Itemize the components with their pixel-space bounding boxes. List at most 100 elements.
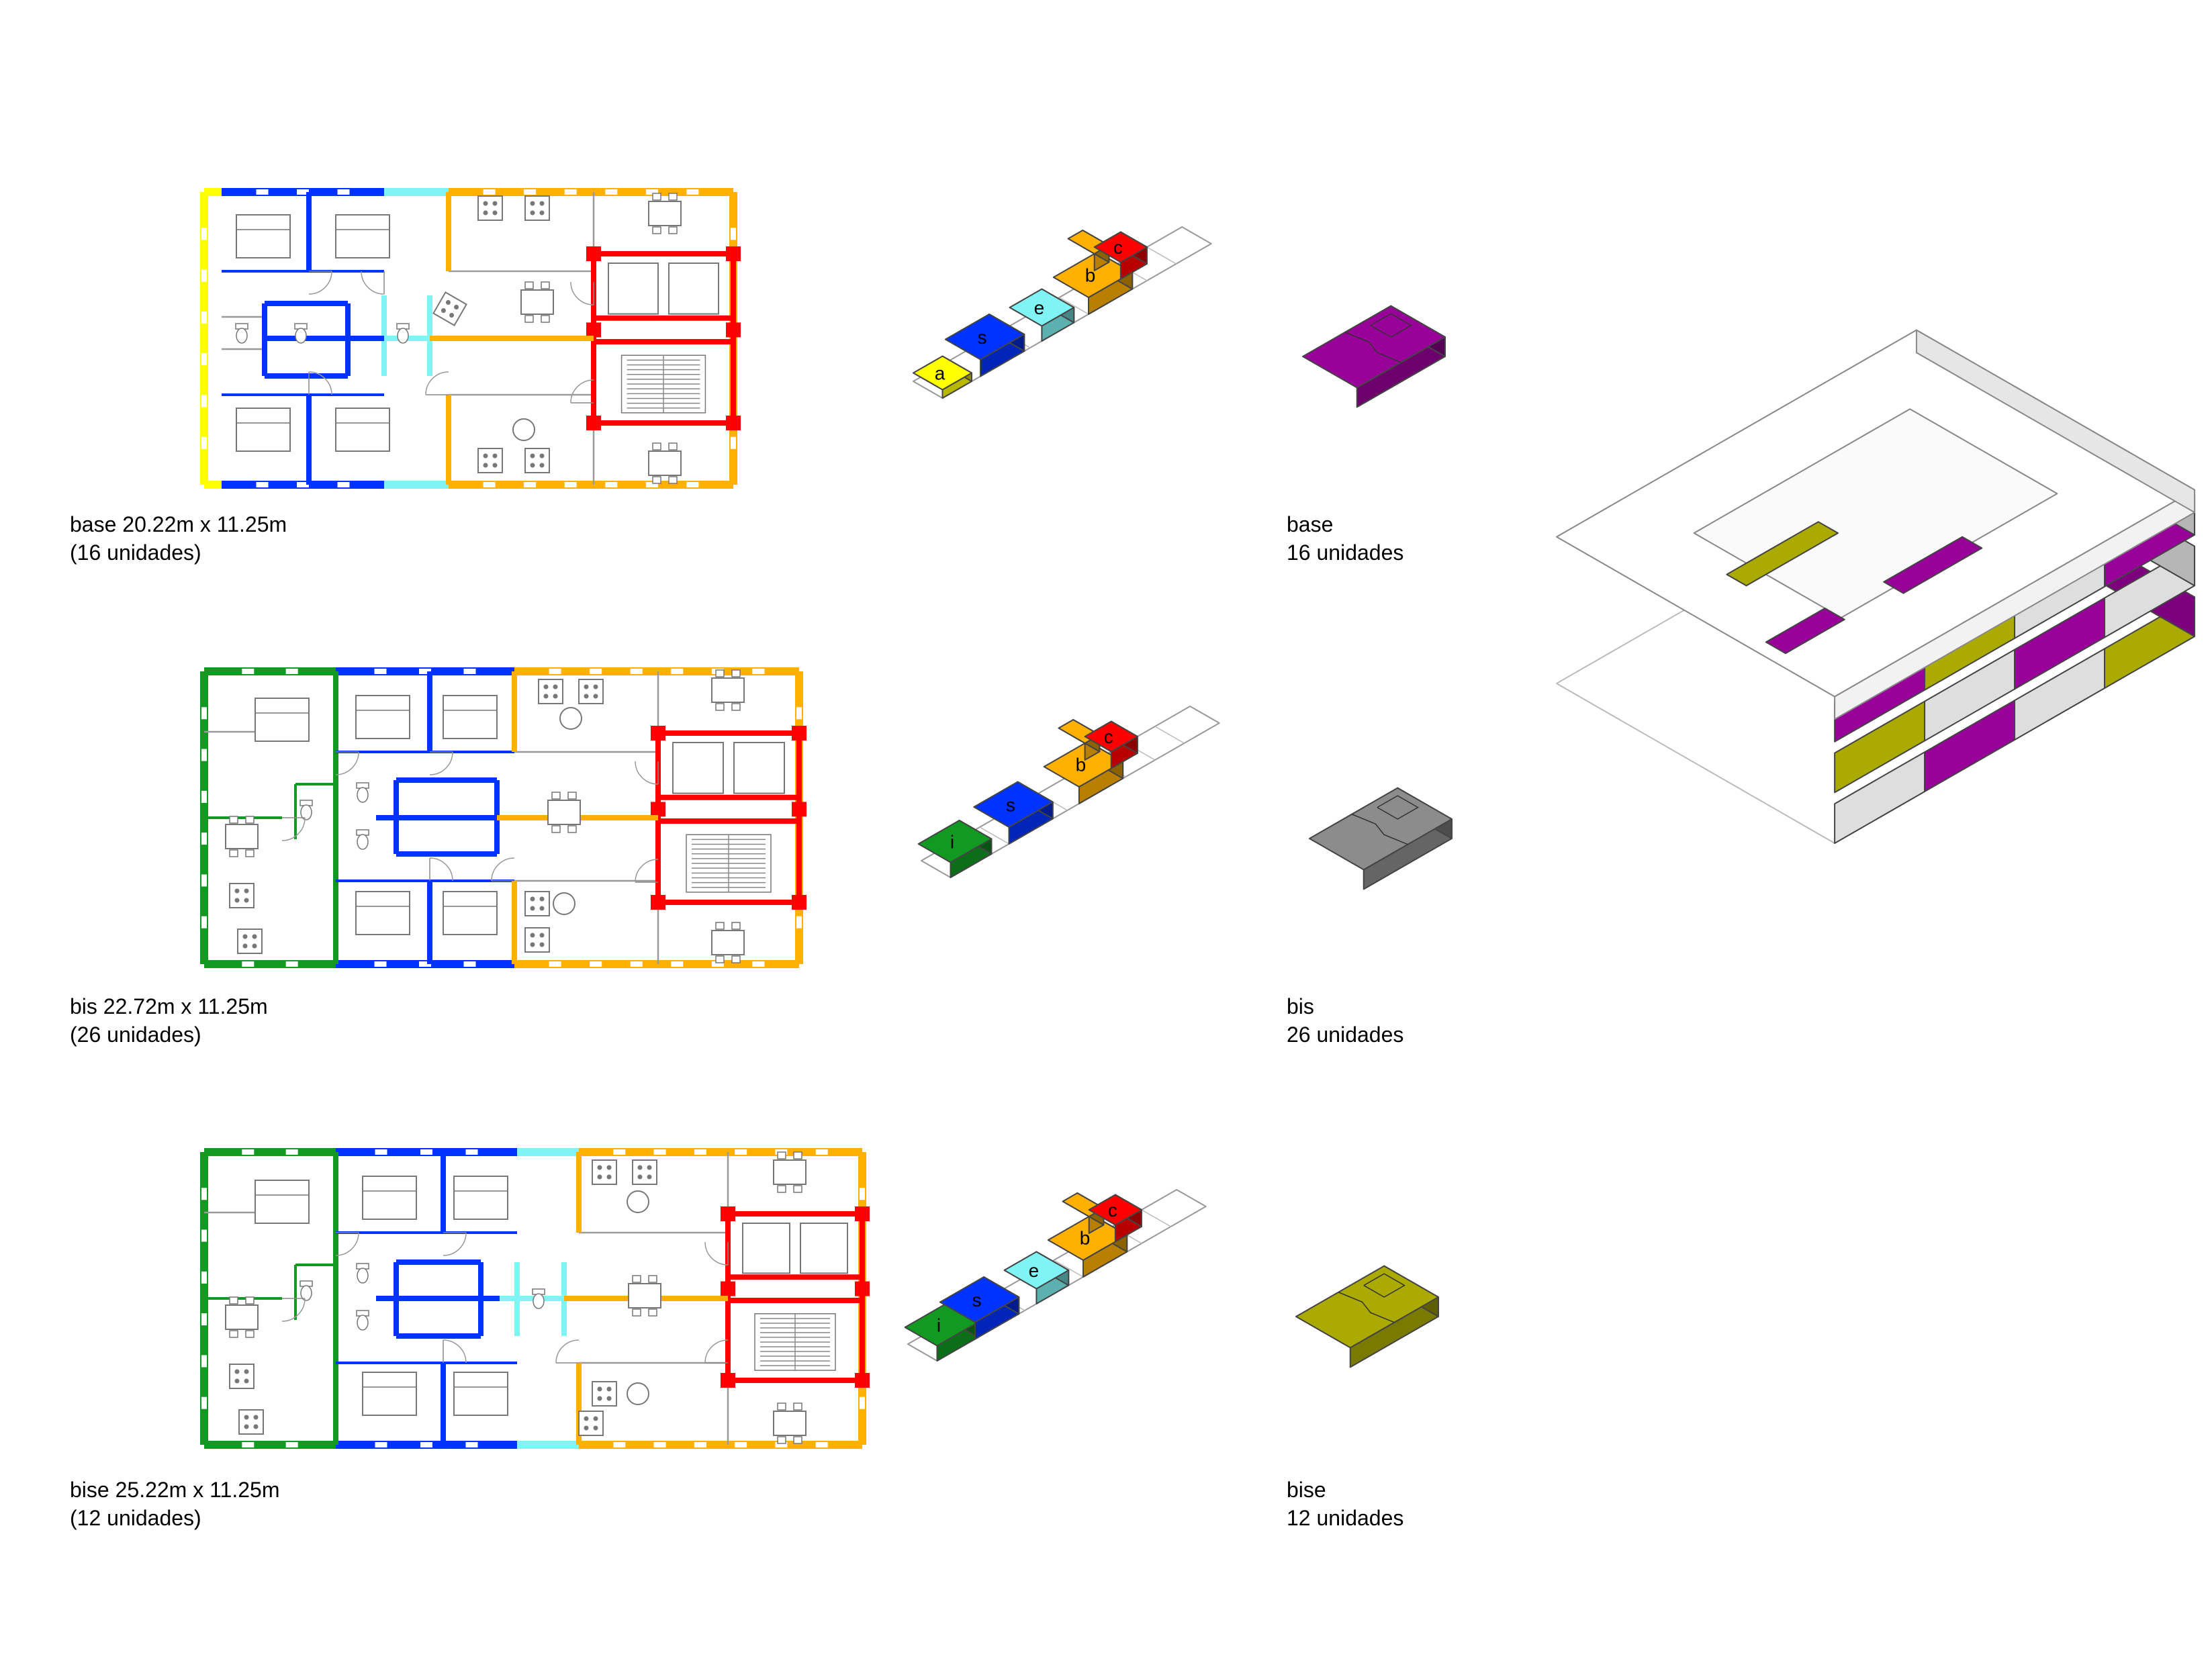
massing-roof-edge-side (1915, 329, 2196, 514)
module-c (1093, 231, 1148, 280)
module-grid-line (1146, 246, 1177, 265)
plan-caption-bis: bis 22.72m x 11.25m (26 unidades) (70, 992, 268, 1049)
furniture-wc (532, 1288, 545, 1309)
plan-caption-base: base 20.22m x 11.25m (16 unidades) (70, 510, 287, 567)
core-column (651, 726, 665, 741)
block-caption-units: 12 unidades (1287, 1506, 1404, 1530)
furniture-stove (592, 1159, 617, 1185)
plan-caption-title: bise 25.22m x 11.25m (70, 1478, 280, 1502)
lift-car (608, 263, 659, 315)
box-face-top (1088, 1194, 1142, 1226)
block-seam (1351, 814, 1408, 845)
core-column (721, 1206, 735, 1221)
furniture-bed (255, 1180, 310, 1224)
door-swing (281, 817, 306, 841)
module-label-c: c (1104, 726, 1113, 747)
module-label-b: b (1080, 1227, 1091, 1248)
furniture-round (627, 1382, 649, 1405)
block-caption-units: 16 unidades (1287, 540, 1404, 565)
door-swing (570, 379, 594, 403)
core-column (792, 895, 807, 910)
module-s (944, 314, 1025, 377)
door-swing (429, 857, 453, 882)
floor-plan-bise (200, 1148, 870, 1449)
furniture-wc (299, 1280, 313, 1301)
furniture-wc (235, 323, 248, 344)
block-body (1295, 1265, 1439, 1368)
furniture-round (553, 892, 575, 915)
furniture-bed (362, 1176, 417, 1220)
plan-caption-title: base 20.22m x 11.25m (70, 512, 287, 536)
box-face-top (1009, 288, 1075, 327)
box-face-top (1093, 231, 1148, 263)
box-face-top (973, 781, 1054, 828)
plan-caption-bise: bise 25.22m x 11.25m (12 unidades) (70, 1476, 279, 1532)
core-column (792, 726, 807, 741)
door-swing (281, 1298, 306, 1322)
plan-caption-units: (16 unidades) (70, 540, 201, 565)
core-column (586, 416, 601, 430)
furniture-bed (355, 695, 410, 739)
furniture-stove (592, 1381, 617, 1407)
door-swing (635, 761, 659, 785)
module-c (1084, 720, 1138, 769)
block-caption-title: bis (1287, 994, 1314, 1018)
floor-plan-bis (200, 667, 807, 968)
door-swing (555, 1339, 580, 1364)
module-e (1009, 288, 1075, 342)
module-label-i: i (937, 1315, 941, 1335)
building-massing-axonometric (1556, 329, 2196, 844)
plan-caption-units: (12 unidades) (70, 1506, 201, 1530)
block-caption-title: bise (1287, 1478, 1326, 1502)
door-swing (704, 1339, 729, 1364)
furniture-bed (362, 1372, 417, 1416)
module-s (973, 781, 1054, 845)
furniture-stove (229, 1364, 255, 1389)
core-column (855, 1281, 870, 1296)
courtyard-bar (1765, 608, 1845, 655)
core-column (792, 802, 807, 817)
stair (754, 1313, 836, 1371)
module-s (939, 1276, 1020, 1340)
stair-core (651, 726, 807, 910)
block-caption-bise: bise 12 unidades (1287, 1476, 1403, 1532)
module-label-e: e (1034, 297, 1045, 318)
furniture-round (627, 1190, 649, 1213)
core-column (855, 1206, 870, 1221)
box-face-top (917, 820, 993, 863)
module-grid-line (1059, 297, 1089, 315)
module-grid-line (1054, 1259, 1084, 1278)
core-column (726, 322, 741, 338)
module-c (1088, 1194, 1142, 1243)
core-column (726, 246, 741, 261)
massing-courtyard (1693, 408, 2058, 618)
furniture-stove (477, 195, 503, 221)
module-label-c: c (1108, 1200, 1117, 1221)
furniture-stove (524, 891, 550, 916)
module-label-b: b (1076, 754, 1087, 775)
furniture-bed (453, 1176, 508, 1220)
furniture-stove (578, 1411, 604, 1436)
door-swing (443, 1232, 467, 1256)
block-core-outline (1370, 313, 1412, 338)
furniture-bed (453, 1372, 508, 1416)
box-face-top (939, 1276, 1020, 1323)
furniture-bed (236, 408, 291, 452)
module-label-i: i (950, 831, 954, 852)
furniture-wc (356, 782, 369, 803)
box-face-top (1084, 720, 1138, 753)
lift-car (733, 742, 785, 794)
floor-plans (200, 188, 870, 1449)
stair (686, 834, 772, 893)
door-swing (570, 281, 594, 305)
block-body (1302, 305, 1446, 408)
module-b (1047, 1214, 1128, 1278)
core-column (721, 1281, 735, 1296)
furniture-bed (443, 891, 498, 935)
core-column (586, 246, 601, 261)
lift-car (742, 1223, 790, 1274)
floor-plan-base (200, 188, 741, 489)
furniture-bed (255, 698, 310, 742)
module-grid-line (1141, 1209, 1171, 1227)
